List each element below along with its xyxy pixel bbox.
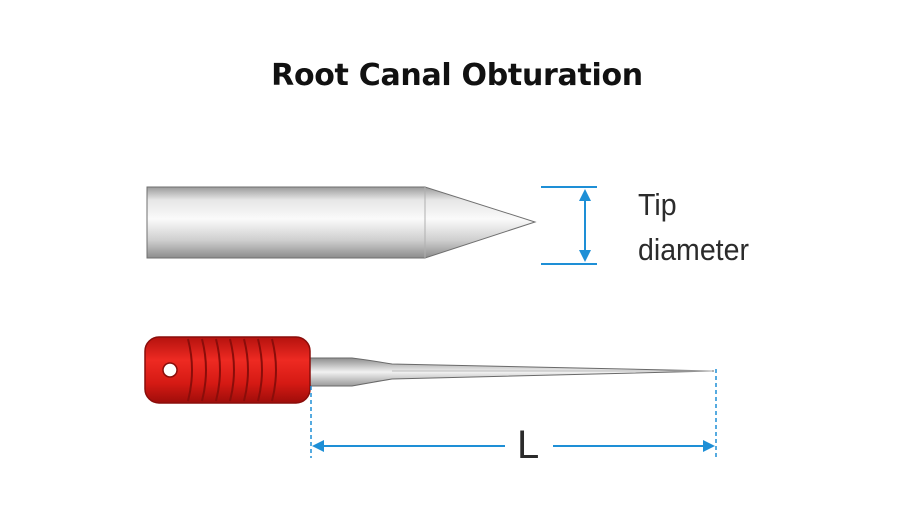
length-dimension [310,369,717,458]
arrow-left-icon [312,440,324,452]
endodontic-file-illustration [144,336,715,404]
file-shaft [299,357,715,387]
file-handle [144,336,311,404]
tip-diameter-label-line1: Tip [638,187,677,222]
arrow-up-icon [579,189,591,201]
tip-diameter-dimension [541,186,597,265]
handle-grip-rings [187,338,277,402]
needle-tip-illustration [146,186,537,259]
length-label: L [517,423,540,467]
handle-hole [162,362,178,378]
page-title: Root Canal Obturation [271,58,643,93]
tip-diameter-label-line2: diameter [638,232,749,267]
arrow-down-icon [579,250,591,262]
arrow-right-icon [703,440,715,452]
needle-body [146,186,537,259]
